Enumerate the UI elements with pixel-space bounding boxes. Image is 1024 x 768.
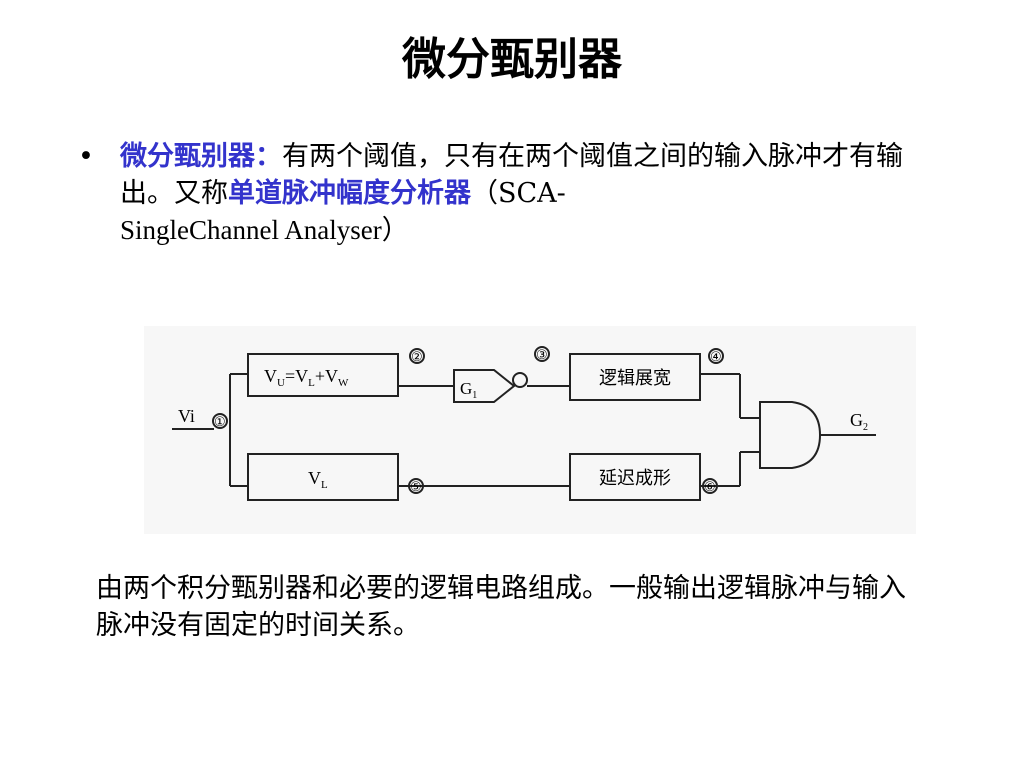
delay-box-label: 延迟成形 xyxy=(599,468,671,489)
g1-label: G1 xyxy=(460,379,477,401)
bullet-item: • 微分甄别器：有两个阈值，只有在两个阈值之间的输入脉冲才有输出。又称单道脉冲幅… xyxy=(78,138,908,249)
stretch-box-label: 逻辑展宽 xyxy=(599,368,671,389)
bullet-text-part1: 有两个阈值，只有在两个阈值之间的输入脉冲才有输出。又称 xyxy=(120,141,903,209)
delay-box xyxy=(569,453,701,501)
node-1-label: ① xyxy=(214,414,226,429)
node-3-circle xyxy=(534,346,550,362)
node-2-circle xyxy=(409,348,425,364)
bullet-highlight: 单道脉冲幅度分析器 xyxy=(228,178,471,209)
gate-g1 xyxy=(453,369,516,403)
node-4-label: ④ xyxy=(710,349,722,364)
bullet-text: 微分甄别器：有两个阈值，只有在两个阈值之间的输入脉冲才有输出。又称单道脉冲幅度分… xyxy=(120,138,908,249)
bullet-term: 微分甄别器： xyxy=(120,141,282,172)
caption-text: 由两个积分甄别器和必要的逻辑电路组成。一般输出逻辑脉冲与输入脉冲没有固定的时间关… xyxy=(96,573,906,641)
bullet-marker: • xyxy=(78,141,94,172)
node-5-circle xyxy=(408,478,424,494)
node-3-label: ③ xyxy=(536,347,548,362)
upper-box-label: VU=VL+VW xyxy=(264,366,349,389)
gate-g2-and xyxy=(759,401,822,469)
lower-discriminator-box xyxy=(247,453,399,501)
g1-inverter-bubble xyxy=(512,372,528,388)
node-5-label: ⑤ xyxy=(410,479,422,494)
bullet-text-part3: SingleChannel Analyser） xyxy=(120,215,409,245)
circuit-svg: Vi ① ② ③ ④ ⑤ ⑥ VU=VL+VW VL G1 逻辑展宽 延迟成形 … xyxy=(172,346,876,501)
node-1-circle xyxy=(212,413,228,429)
upper-discriminator-box xyxy=(247,353,399,397)
output-label: G2 xyxy=(850,410,868,433)
circuit-diagram: Vi ① ② ③ ④ ⑤ ⑥ VU=VL+VW VL G1 逻辑展宽 延迟成形 … xyxy=(144,326,916,534)
node-6-label: ⑥ xyxy=(704,479,716,494)
input-label: Vi xyxy=(178,406,195,426)
lower-box-label: VL xyxy=(308,468,328,491)
node-4-circle xyxy=(708,348,724,364)
bullet-text-part2: （SCA- xyxy=(471,178,566,209)
slide-title: 微分甄别器 xyxy=(402,34,622,85)
node-2-label: ② xyxy=(411,349,423,364)
stretch-box xyxy=(569,353,701,401)
